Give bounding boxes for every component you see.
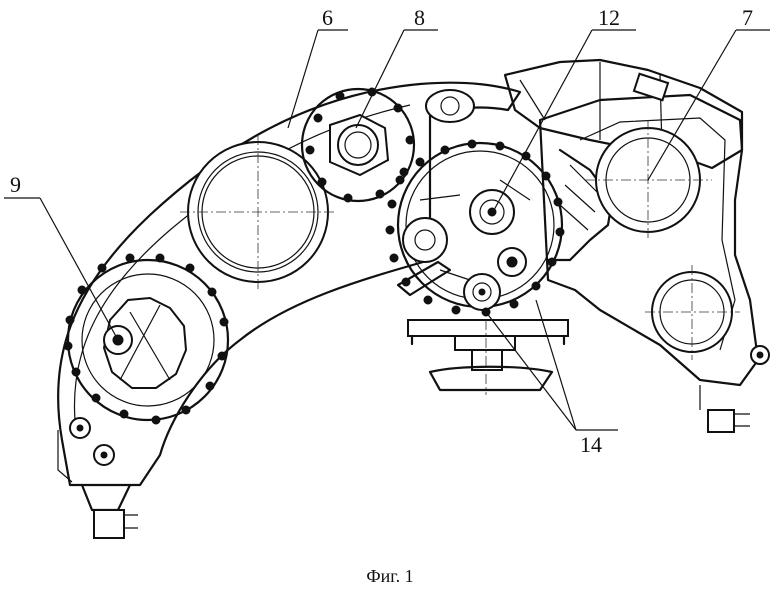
drum-circle bbox=[180, 135, 336, 290]
label-6: 6 bbox=[322, 5, 333, 30]
label-14: 14 bbox=[580, 432, 602, 457]
figure-caption: Фиг. 1 bbox=[366, 566, 414, 586]
leader-lines bbox=[4, 29, 770, 431]
gear-flange-9 bbox=[63, 253, 230, 425]
base-plate bbox=[407, 319, 569, 395]
lower-right-foot bbox=[699, 385, 750, 433]
label-7: 7 bbox=[742, 5, 753, 30]
flange-8 bbox=[300, 87, 416, 203]
housing-body bbox=[56, 81, 522, 487]
lower-left-foot bbox=[69, 417, 138, 539]
gear-assembly bbox=[385, 139, 565, 317]
label-9: 9 bbox=[10, 172, 21, 197]
bearing-lower-right bbox=[645, 265, 770, 365]
label-8: 8 bbox=[414, 5, 425, 30]
small-flange-top bbox=[425, 89, 475, 123]
label-12: 12 bbox=[598, 5, 620, 30]
right-housing bbox=[503, 58, 760, 387]
